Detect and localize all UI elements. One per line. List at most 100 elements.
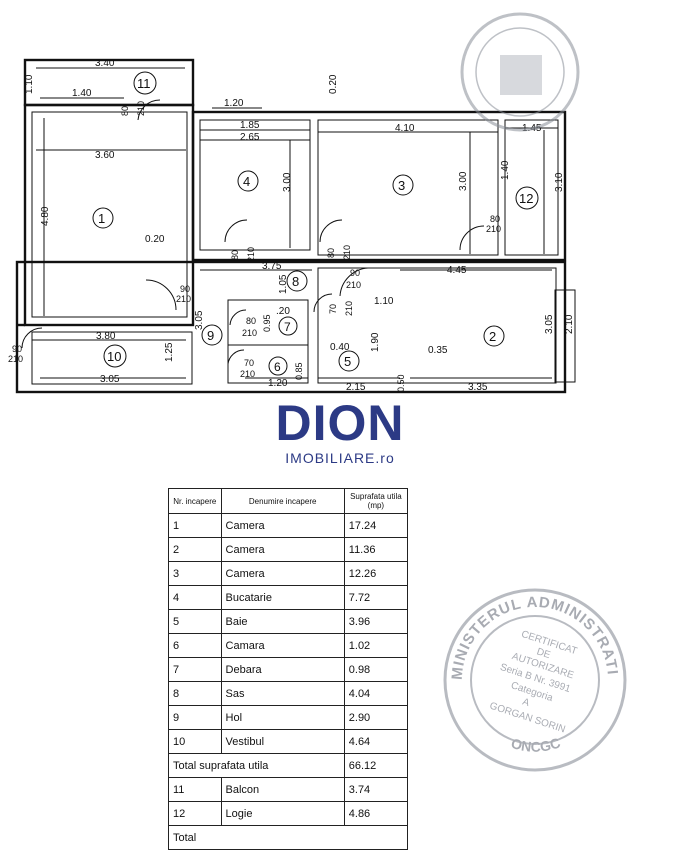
room-number: 10 (107, 349, 121, 364)
logo-main-text: DION (275, 395, 405, 451)
cell-name: Logie (220, 801, 345, 826)
room-number: 1 (98, 211, 105, 226)
dim-label: 0.40 (330, 342, 350, 353)
floor-plan: 3.40 1.10 1.40 3.60 4.80 0.20 0.20 1.20 … (8, 12, 580, 394)
dim-label: 1.40 (72, 88, 92, 99)
door-height: 210 (242, 328, 257, 338)
cell-nr: 8 (168, 681, 222, 706)
door-width: 70 (244, 358, 254, 368)
dim-label: 1.10 (374, 296, 394, 307)
cell-nr: 9 (168, 705, 222, 730)
door-width: 80 (120, 106, 130, 116)
dim-label: 3.60 (95, 150, 115, 161)
cell-nr: 6 (168, 633, 222, 658)
door-width: 80 (246, 316, 256, 326)
total-value: 66.12 (343, 753, 409, 778)
cell-area: 4.04 (343, 681, 409, 706)
dim-label: 0.85 (294, 362, 304, 380)
door-width: 90 (350, 268, 360, 278)
door-height: 210 (8, 354, 23, 364)
dim-label: 0.20 (328, 74, 339, 94)
door-height: 210 (246, 247, 256, 262)
stamp-bottom-text: ONCGC (509, 734, 562, 754)
cell-area: 4.64 (343, 729, 409, 754)
door-width: 90 (180, 284, 190, 294)
door-width: 80 (326, 248, 336, 258)
stamp-top-right (460, 12, 580, 132)
door-height: 210 (176, 294, 191, 304)
cell-area: 0.98 (343, 657, 409, 682)
dim-label: 4.10 (395, 123, 415, 134)
cell-nr: 11 (168, 777, 222, 802)
dim-label: 4.45 (447, 265, 467, 276)
cell-nr: 4 (168, 585, 222, 610)
room-number: 12 (519, 191, 533, 206)
door-height: 210 (346, 280, 361, 290)
stamp-line: DE (535, 646, 552, 661)
dim-label: 3.40 (95, 58, 115, 69)
door-width: 70 (328, 304, 338, 314)
total-label: Total suprafata utila (168, 753, 345, 778)
dim-label: 0.95 (262, 314, 272, 332)
room-number: 6 (274, 360, 281, 374)
rooms-table: Nr. incapere Denumire incapere Suprafata… (168, 488, 409, 850)
cell-area: 3.74 (343, 777, 409, 802)
cell-area: 4.86 (343, 801, 409, 826)
cell-area: 17.24 (343, 513, 409, 538)
cell-name: Bucatarie (220, 585, 345, 610)
dim-label: 2.65 (240, 132, 260, 143)
cell-area: 3.96 (343, 609, 409, 634)
room-number: 7 (284, 320, 291, 334)
header-name: Denumire incapere (220, 488, 345, 514)
dim-label: 1.05 (278, 274, 289, 294)
table-header-row: Nr. incapere Denumire incapere Suprafata… (168, 488, 409, 514)
cell-area: 1.02 (343, 633, 409, 658)
dim-label: 3.00 (282, 172, 293, 192)
door-height: 210 (344, 301, 354, 316)
cell-name: Camera (220, 513, 345, 538)
door-height: 210 (342, 245, 352, 260)
room-numbers: 1 2 3 4 5 6 7 8 9 10 11 12 (92, 71, 539, 376)
door-height: 210 (240, 369, 255, 379)
dim-label: 3.75 (262, 261, 282, 272)
dim-label: 0.35 (428, 345, 448, 356)
official-stamp: MINISTERUL ADMINISTRATIEI PUBLICE ONCGC … (440, 585, 627, 772)
dim-label: 1.20 (268, 378, 288, 389)
door-swings (21, 99, 485, 365)
cell-nr: 5 (168, 609, 222, 634)
dim-label: 3.05 (100, 374, 120, 385)
dim-label: 1.40 (500, 160, 511, 180)
dim-label: 1.85 (240, 120, 260, 131)
dim-label: 1.25 (164, 342, 175, 362)
cut-row-label: Total (168, 825, 408, 850)
cell-nr: 7 (168, 657, 222, 682)
cell-area: 11.36 (343, 537, 409, 562)
cell-nr: 2 (168, 537, 222, 562)
dimension-labels: 3.40 1.10 1.40 3.60 4.80 0.20 0.20 1.20 … (24, 58, 575, 393)
door-height: 210 (486, 224, 501, 234)
cell-name: Sas (220, 681, 345, 706)
interior-walls (31, 111, 576, 385)
cell-name: Camera (220, 537, 345, 562)
dim-label: 1.90 (370, 332, 381, 352)
cell-name: Balcon (220, 777, 345, 802)
total-row: Total suprafata utila 66.12 (168, 753, 409, 778)
room-number: 8 (292, 274, 299, 289)
cell-nr: 12 (168, 801, 222, 826)
dim-label: 1.20 (224, 98, 244, 109)
door-height: 210 (136, 101, 146, 116)
room-number: 11 (137, 76, 151, 91)
cell-nr: 3 (168, 561, 222, 586)
logo-sub-text: IMOBILIARE.ro (285, 450, 395, 466)
dim-label: 3.00 (458, 171, 469, 191)
cell-name: Hol (220, 705, 345, 730)
dim-label: 3.05 (544, 314, 555, 334)
